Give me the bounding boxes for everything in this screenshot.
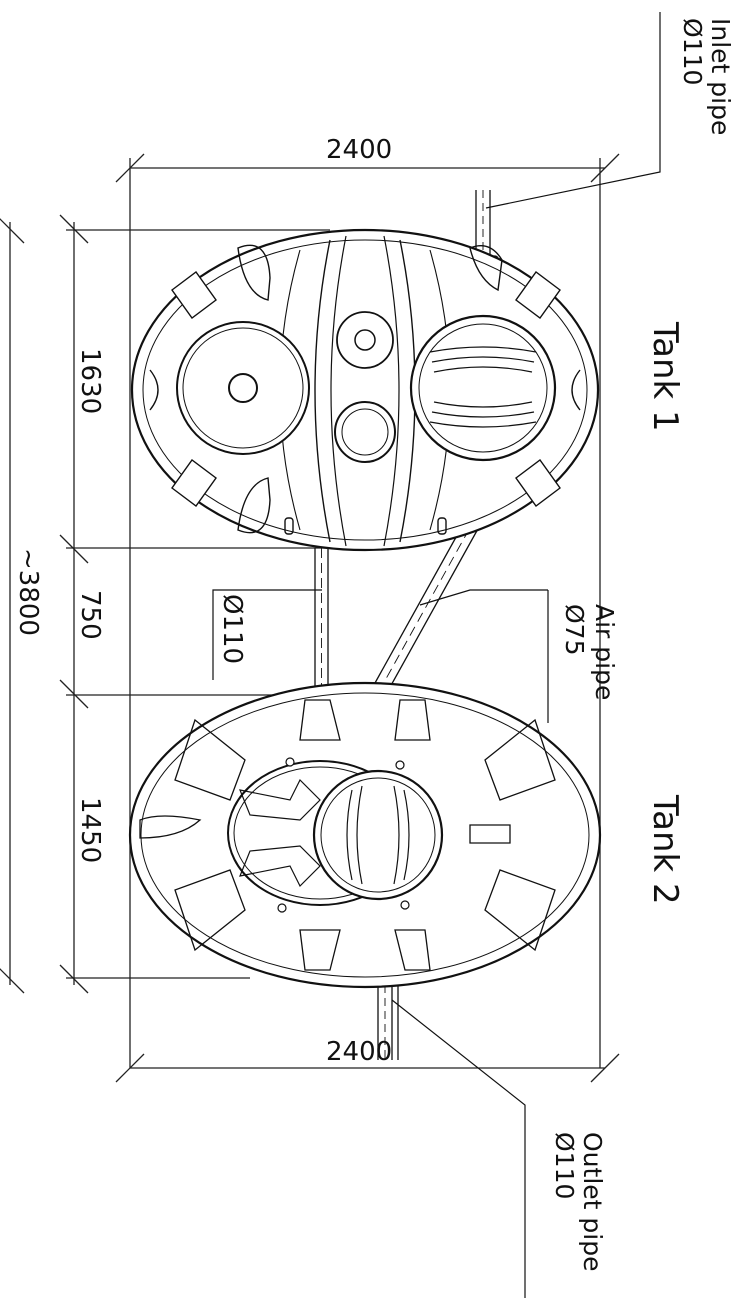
- bottom-width-dimension: 2400: [326, 1037, 392, 1067]
- tank-1-label: Tank 1: [645, 321, 685, 432]
- connector-pipe: [314, 548, 329, 700]
- tank-2-label: Tank 2: [645, 794, 685, 905]
- air-pipe-label: Air pipe: [590, 604, 619, 700]
- connector-pipe-diameter: Ø110: [217, 594, 247, 664]
- tank-1-body: [130, 228, 600, 552]
- total-length-dimension: ~3800: [13, 548, 43, 636]
- dimension-lines: [0, 153, 620, 1083]
- tank-2-length-dimension: 1450: [75, 797, 105, 863]
- outlet-pipe-diameter: Ø110: [550, 1132, 579, 1199]
- air-pipe-diameter: Ø75: [560, 604, 589, 656]
- inlet-pipe-diameter: Ø110: [678, 18, 707, 85]
- gap-length-dimension: 750: [75, 590, 105, 640]
- tank-1-length-dimension: 1630: [75, 348, 105, 414]
- leader-lines: [212, 12, 661, 1298]
- inlet-pipe-label: Inlet pipe: [706, 18, 735, 135]
- top-width-dimension: 2400: [326, 135, 392, 165]
- tank-2-body: [128, 681, 602, 989]
- outlet-pipe-label: Outlet pipe: [578, 1132, 607, 1271]
